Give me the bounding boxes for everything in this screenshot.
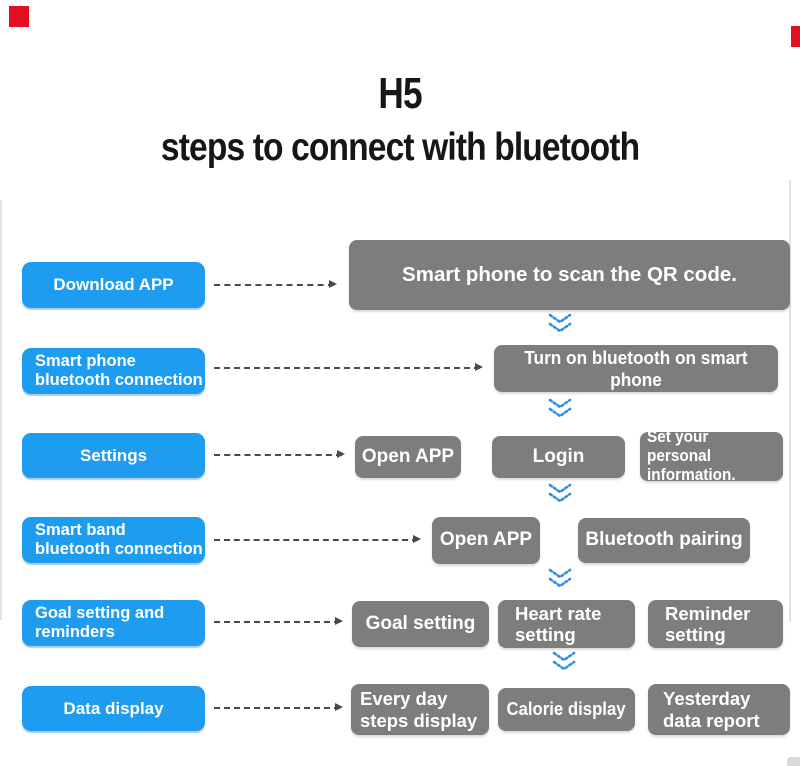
step-button-goal-setting-reminders: Goal setting and reminders (22, 600, 205, 646)
step-box-open-app-2: Open APP (432, 517, 540, 564)
step-box-text: Set your personal information. (647, 427, 736, 485)
step-box-reminder-setting: Reminder setting (648, 600, 783, 648)
step-button-download-app: Download APP (22, 262, 205, 308)
double-chevron-down-icon (548, 313, 572, 333)
red-marker-right-edge (791, 26, 800, 47)
double-chevron-down-icon (548, 398, 572, 418)
step-button-settings: Settings (22, 433, 205, 478)
red-marker-top-left (9, 6, 29, 27)
double-chevron-down-icon (548, 568, 572, 588)
step-box-bluetooth-pairing: Bluetooth pairing (578, 518, 750, 563)
step-box-yesterday-report: Yesterday data report (648, 684, 790, 735)
step-box-turn-on-bluetooth: Turn on bluetooth on smart phone (494, 345, 778, 392)
step-box-personal-information: Set your personal information. (640, 428, 783, 484)
dashed-arrow-right-icon (214, 535, 421, 543)
step-button-data-display: Data display (22, 686, 205, 731)
bottom-right-partial-box (787, 757, 800, 766)
step-box-login: Login (492, 436, 625, 478)
step-box-heart-rate-setting: Heart rate setting (498, 600, 635, 648)
dashed-arrow-right-icon (214, 450, 345, 458)
step-button-smartband-bluetooth: Smart band bluetooth connection (22, 517, 205, 563)
step-box-calorie-display: Calorie display (498, 688, 635, 731)
double-chevron-down-icon (552, 651, 576, 671)
page-subtitle-text: steps to connect with bluetooth (160, 126, 640, 169)
dashed-arrow-right-icon (214, 280, 337, 288)
page-title: H5 (0, 72, 800, 116)
dashed-arrow-right-icon (214, 363, 483, 371)
step-box-scan-qr: Smart phone to scan the QR code. (349, 240, 790, 310)
step-box-open-app: Open APP (355, 436, 461, 478)
step-box-everyday-steps: Every day steps display (351, 684, 489, 735)
dashed-arrow-right-icon (214, 617, 343, 625)
left-edge-line (0, 200, 2, 620)
step-button-smartphone-bluetooth: Smart phone bluetooth connection (22, 348, 205, 394)
page-subtitle: steps to connect with bluetooth (0, 128, 800, 167)
right-edge-line (789, 180, 791, 622)
dashed-arrow-right-icon (214, 703, 343, 711)
step-box-goal-setting: Goal setting (352, 601, 489, 647)
double-chevron-down-icon (548, 483, 572, 503)
page-title-text: H5 (378, 69, 422, 118)
step-box-text: Turn on bluetooth on smart phone (524, 347, 748, 390)
step-box-text: Calorie display (506, 699, 627, 720)
